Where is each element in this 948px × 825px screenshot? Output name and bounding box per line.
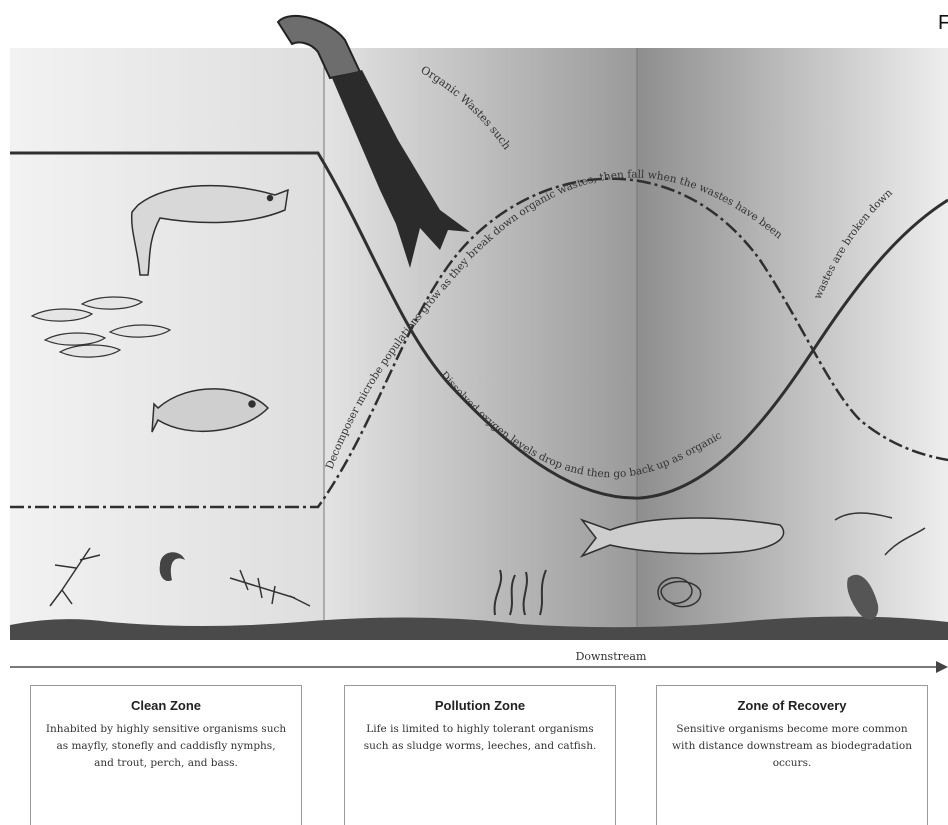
recovery-zone-title: Zone of Recovery <box>657 698 927 713</box>
corner-text: F <box>938 12 948 35</box>
clean-zone-box: Clean Zone Inhabited by highly sensitive… <box>30 685 302 825</box>
clean-zone-title: Clean Zone <box>31 698 301 713</box>
clean-zone-desc: Inhabited by highly sensitive organisms … <box>45 721 287 772</box>
pollution-zone-box: Pollution Zone Life is limited to highly… <box>344 685 616 825</box>
downstream-arrowhead <box>936 661 948 673</box>
pollution-zone-title: Pollution Zone <box>345 698 615 713</box>
recovery-zone-box: Zone of Recovery Sensitive organisms bec… <box>656 685 928 825</box>
recovery-zone-desc: Sensitive organisms become more common w… <box>671 721 913 772</box>
pollution-zone-desc: Life is limited to highly tolerant organ… <box>359 721 601 755</box>
downstream-label: Downstream <box>576 650 647 663</box>
